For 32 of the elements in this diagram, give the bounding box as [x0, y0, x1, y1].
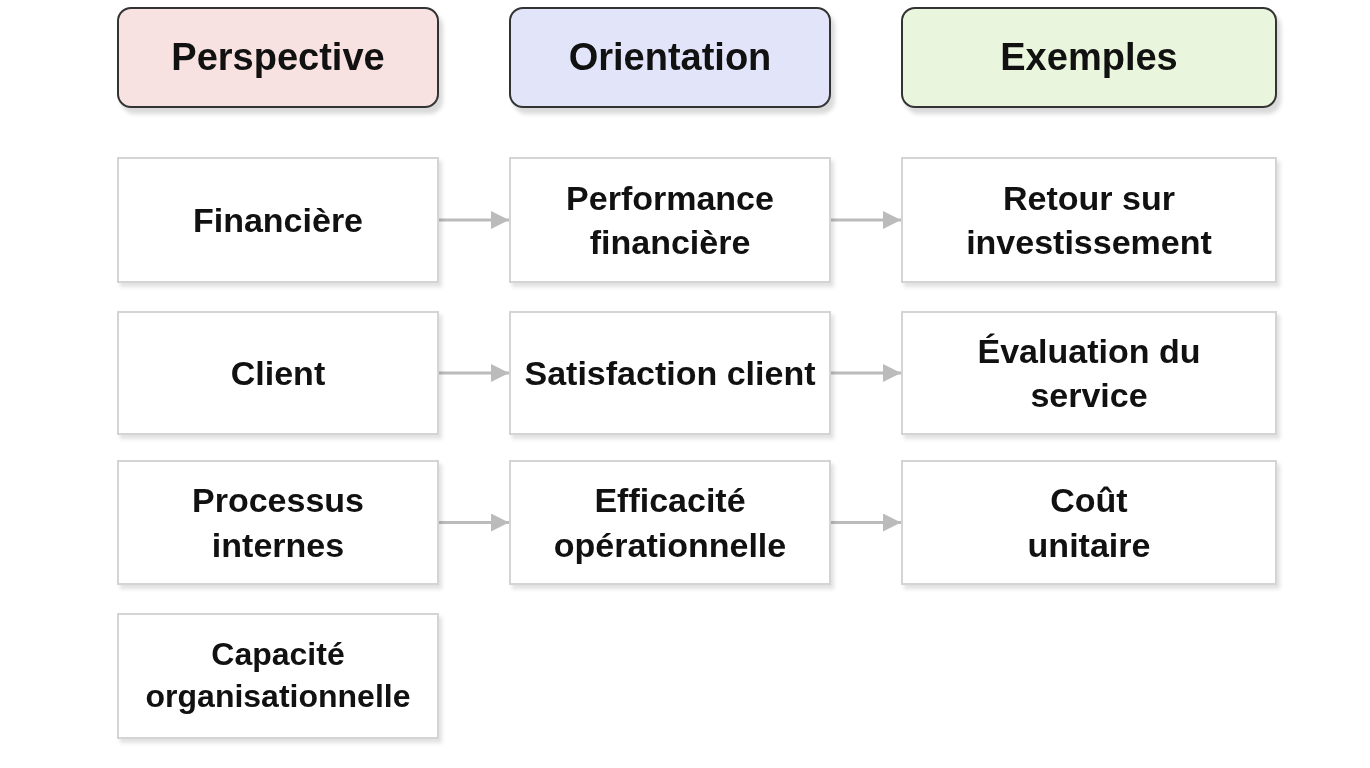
arrow	[831, 513, 901, 532]
arrow	[439, 364, 509, 382]
category-box	[901, 157, 1277, 283]
box-label: Coût unitaire	[1026, 480, 1152, 566]
column-header-box	[117, 7, 439, 108]
box-label: Efficacité opérationnelle	[552, 480, 788, 566]
box-label: Satisfaction client	[523, 352, 817, 394]
column-header-box	[509, 7, 831, 108]
category-box	[509, 311, 831, 435]
box-label: Retour sur investissement	[965, 177, 1213, 263]
category-box	[117, 460, 439, 585]
column-header-box	[901, 7, 1277, 108]
box-label: Processus internes	[191, 480, 365, 566]
category-box	[901, 311, 1277, 435]
arrow	[831, 364, 901, 382]
category-box	[509, 460, 831, 585]
column-title: Perspective	[170, 34, 386, 80]
box-label: Client	[229, 352, 327, 394]
box-label: Performance financière	[565, 177, 775, 263]
category-box	[509, 157, 831, 283]
arrow	[439, 211, 509, 229]
arrow	[831, 211, 901, 229]
box-label: Évaluation du service	[976, 330, 1202, 416]
column-title: Exemples	[999, 34, 1179, 80]
box-label: Financière	[191, 199, 365, 241]
category-box	[117, 311, 439, 435]
column-title: Orientation	[567, 34, 773, 80]
category-box	[117, 613, 439, 739]
box-label: Capacité organisationnelle	[144, 635, 412, 716]
category-box	[117, 157, 439, 283]
arrow	[439, 513, 509, 532]
category-box	[901, 460, 1277, 585]
